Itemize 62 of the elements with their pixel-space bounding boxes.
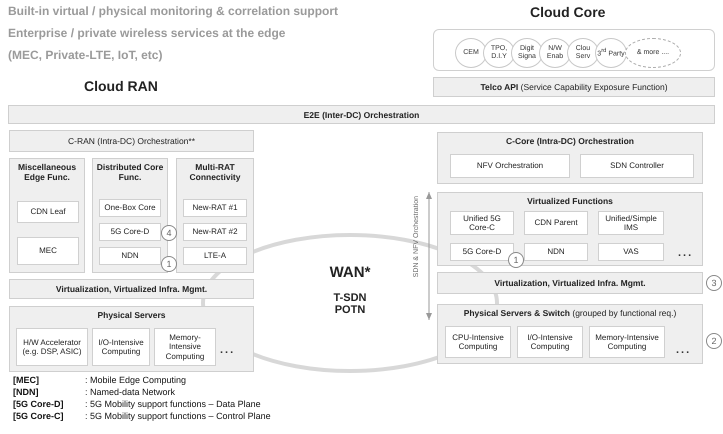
function-box: NDN [99,247,161,265]
group-panel [437,192,703,266]
group-panel [176,158,254,273]
network-label: T-SDN POTN [332,292,368,316]
function-box: Unified/Simple IMS [598,211,664,235]
group-heading: Cloud Core [530,4,606,20]
function-box: 5G Core-D [450,243,514,261]
intro-text: Built-in virtual / physical monitoring & correlation support [8,4,338,18]
group-panel [437,304,703,364]
group-title: Miscellaneous Edge Func. [16,163,78,183]
function-box: NDN [524,243,588,261]
function-box: Memory-Intensive Computing [589,326,665,358]
group-panel [92,158,168,273]
callout-number: 3 [706,275,722,291]
glossary-term: [5G Core-C] [13,411,64,421]
function-box: I/O-Intensive Computing [517,326,583,358]
function-box: 5G Core-D [99,223,161,241]
function-box: I/O-Intensive Computing [92,328,150,366]
function-box: LTE-A [183,247,247,265]
layer-bar: Telco API (Service Capability Exposure Function) [433,77,715,97]
function-box: New-RAT #1 [183,199,247,217]
function-box: One-Box Core [99,199,161,217]
arrow [426,192,432,320]
glossary-definition: : 5G Mobility support functions – Data Plane [85,399,261,409]
glossary-term: [5G Core-D] [13,399,64,409]
callout-number: 2 [706,333,722,349]
section-heading: Cloud RAN [84,78,158,94]
intro-text: (MEC, Private-LTE, IoT, etc) [8,48,162,62]
group-panel [437,132,703,184]
glossary-definition: : Named-data Network [85,387,176,397]
layer-bar: Virtualization, Virtualized Infra. Mgmt. [9,279,254,299]
group-title: Distributed Core Func. [96,163,164,183]
layer-bar: C-RAN (Intra-DC) Orchestration** [9,130,254,152]
group-title: Physical Servers [96,311,167,321]
function-box: H/W Accelerator (e.g. DSP, ASIC) [16,328,88,366]
group-title: Virtualized Functions [526,197,614,207]
function-box: Unified 5G Core-C [450,211,514,235]
wan-label: WAN* [328,264,372,281]
function-box: SDN Controller [580,154,694,178]
intro-text: Enterprise / private wireless services at the edge [8,26,286,40]
function-box: New-RAT #2 [183,223,247,241]
group-title: C-Core (Intra-DC) Orchestration [505,137,635,147]
glossary-term: [MEC] [13,375,39,385]
group-title: Multi-RAT Connectivity [188,163,242,183]
layer-bar: Virtualization, Virtualized Infra. Mgmt. [437,272,703,294]
function-box: MEC [17,237,79,265]
ellipsis-mark: ... [678,247,694,259]
ellipsis-mark: ... [220,344,236,356]
function-box: CPU-Intensive Computing [445,326,511,358]
layer-bar: E2E (Inter-DC) Orchestration [8,105,715,124]
ellipsis-mark: ... [676,344,692,356]
glossary-term: [NDN] [13,387,38,397]
glossary-definition: : Mobile Edge Computing [85,375,186,385]
function-box: CDN Parent [524,211,588,235]
glossary-definition: : 5G Mobility support functions – Control Plane [85,411,271,421]
function-box: CDN Leaf [17,201,79,223]
function-box: VAS [598,243,664,261]
group-panel [9,158,85,273]
group-panel [9,306,254,372]
function-box: Memory-Intensive Computing [154,328,216,366]
function-box: NFV Orchestration [450,154,570,178]
group-title: Physical Servers & Switch (grouped by functional req.) [462,309,678,319]
